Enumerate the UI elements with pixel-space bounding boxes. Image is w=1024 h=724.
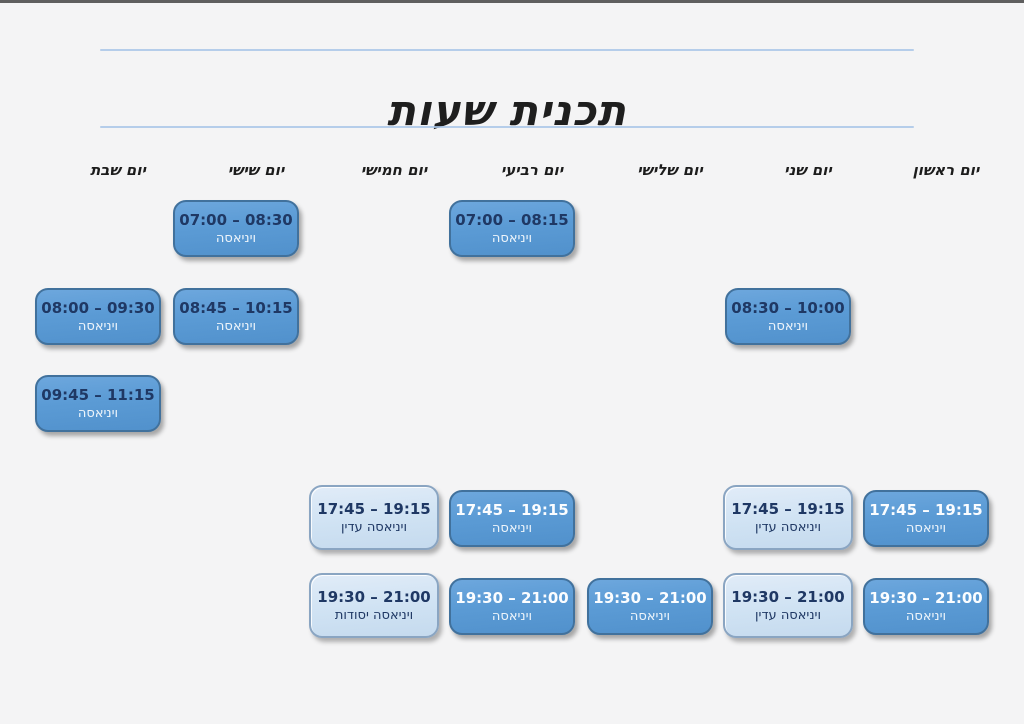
event-time: 17:45 – 19:15	[869, 500, 983, 519]
event-title: ויניאסה	[767, 318, 809, 334]
event-title: ויניאסה	[491, 230, 533, 246]
event-time: 17:45 – 19:15	[731, 499, 845, 518]
event-title: ויניאסה	[215, 318, 257, 334]
day-header-friday: יום שישי	[227, 161, 285, 179]
event-title: ויניאסה	[77, 318, 119, 334]
event-time: 19:30 – 21:00	[455, 588, 569, 607]
event-title: ויניאסה	[905, 520, 947, 536]
event-title: ויניאסה עדין	[755, 607, 821, 623]
event-time: 07:00 – 08:30	[179, 210, 293, 229]
event-time: 08:00 – 09:30	[41, 298, 155, 317]
event-time: 09:45 – 11:15	[41, 385, 155, 404]
day-header-sunday: יום ראשון	[912, 161, 980, 179]
day-header-thursday: יום חמישי	[360, 161, 428, 179]
event-title: ויניאסה	[215, 230, 257, 246]
event-title: ויניאסה עדין	[341, 519, 407, 535]
event-time: 08:45 – 10:15	[179, 298, 293, 317]
divider-line-top	[100, 49, 914, 51]
event-time: 19:30 – 21:00	[731, 587, 845, 606]
event-title: ויניאסה	[77, 405, 119, 421]
event-time: 17:45 – 19:15	[317, 499, 431, 518]
day-header-saturday: יום שבת	[90, 161, 146, 179]
event-time: 08:30 – 10:00	[731, 298, 845, 317]
event-time: 17:45 – 19:15	[455, 500, 569, 519]
event-time: 19:30 – 21:00	[317, 587, 431, 606]
event-title: ויניאסה	[905, 608, 947, 624]
event-time: 19:30 – 21:00	[869, 588, 983, 607]
event-title: ויניאסה	[629, 608, 671, 624]
event-time: 19:30 – 21:00	[593, 588, 707, 607]
day-header-wednesday: יום רביעי	[500, 161, 564, 179]
event-title: ויניאסה	[491, 520, 533, 536]
window-top-edge	[0, 0, 1024, 3]
event-title: ויניאסה	[491, 608, 533, 624]
page-title: תכנית שעות	[387, 86, 627, 136]
event-title: ויניאסה עדין	[755, 519, 821, 535]
day-header-monday: יום שני	[784, 161, 832, 179]
divider-line-bottom	[100, 126, 914, 128]
event-title: ויניאסה יסודות	[334, 607, 414, 623]
event-time: 07:00 – 08:15	[455, 210, 569, 229]
day-header-tuesday: יום שלישי	[637, 161, 703, 179]
